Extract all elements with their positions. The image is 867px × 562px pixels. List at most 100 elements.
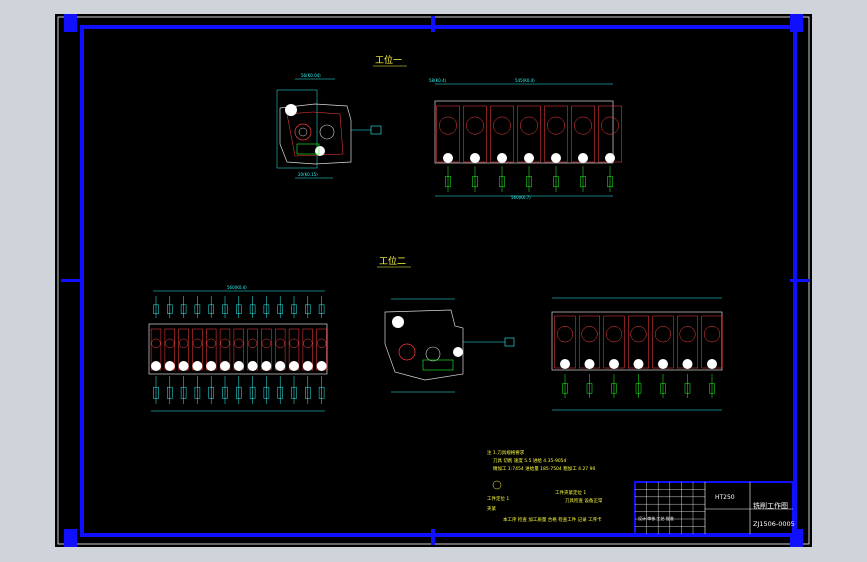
bore-circle [703,326,721,343]
dim-length-b: 560(K0.7) [511,195,531,200]
fixture-block [580,176,586,188]
fixture-block [611,383,617,394]
bearing-cap [584,359,595,369]
bearing-cap [192,361,203,371]
fixture-block [222,386,228,399]
fixture-block [167,304,173,314]
fixture-block [526,176,532,188]
bearing-cap [233,361,244,371]
bearing-cap [524,153,534,163]
bore-circle [556,326,574,343]
station-one-title: 工位一 [375,54,402,66]
dim-length-c: 560(K0.4) [227,285,247,290]
fixture-block [445,176,451,188]
fixture-block [562,383,568,394]
note-line-3: 精加工 1:7454 进给量 185-7504 粗加工 4.27 90 [493,465,595,472]
bearing-cap [206,361,217,371]
right-view-station-two [551,297,723,411]
inner-frame [80,25,797,537]
fixture-block [263,304,270,314]
fixture-block [305,386,311,399]
bore-circle [275,338,285,349]
bearing-cap [151,361,161,371]
signature-row-label: 设计 审核 工艺 批准 [638,515,674,521]
bearing-cap [247,361,258,371]
fixture-block [607,176,613,188]
fixture-block [180,386,187,399]
note-line-4: 工件夹紧定位 1 [555,489,586,496]
note-line-2: 刀具 切削 速度 5.5 进给 4.35-9054 [493,457,567,464]
bearing-cap [261,361,272,371]
fixture-block [208,386,214,399]
note-line-7: 夹紧 [487,505,496,512]
bore-circle [520,116,538,135]
fixture-block [305,304,311,314]
bore-circle [630,326,647,343]
fixture-block [660,383,666,394]
bore-circle [654,326,672,343]
note-line-1: 注 1.刀具规格要求 [487,449,525,456]
bearing-cap [443,153,453,163]
fixture-block [684,383,691,394]
fixture-block [180,304,187,314]
bearing-cap [289,361,299,371]
fixture-block [153,386,159,399]
note-line-5: 刀具检查 设备正常 [565,497,603,504]
bore-circle [679,326,696,343]
fixture-block [499,176,505,188]
fixture-block [153,304,159,314]
station-two-title: 工位二 [379,255,406,267]
bore-circle [316,338,327,349]
bearing-cap [178,361,189,371]
corner-marks [61,14,810,547]
outer-border [57,16,810,545]
bearing-cap [470,153,480,163]
bore-circle [289,338,299,349]
fixture-block [263,386,270,399]
bore-circle [466,116,484,135]
bore-circle [151,338,161,349]
bearing-cap [220,361,230,371]
bore-circle [574,116,592,135]
bore-circle [206,338,216,349]
bearing-cap [551,153,561,163]
bore-circle [547,116,565,135]
fixture-block [586,383,593,394]
bearing-cap [497,153,507,163]
side-view-station-two [384,298,515,393]
fixture-block [291,386,297,399]
drawing-sheet: 工位一 56(K0.04) 20(K0.15) 545(K0.4) 58(K0.… [55,14,812,547]
fixture-block [222,304,228,314]
fixture-block [553,176,559,188]
fixture-block [709,383,715,394]
bore-circle [493,116,511,135]
bearing-cap [682,359,693,369]
fixture-block [194,304,201,314]
fixture-block [318,386,325,399]
side-view-station-one: 56(K0.04) 20(K0.15) [276,73,382,179]
dim-length-a: 545(K0.4) [515,78,535,83]
front-view-station-one: 545(K0.4) 58(K0.4) 560(K0.7) [429,78,622,200]
cad-drawing: 工位一 56(K0.04) 20(K0.15) 545(K0.4) 58(K0.… [57,14,810,547]
bore-circle [303,338,313,349]
bearing-cap [164,361,175,371]
bore-circle [439,116,457,135]
fixture-block [277,304,283,314]
bore-circle [165,338,175,349]
bearing-cap [605,153,615,163]
drawing-title: 铣削工作图 [753,501,788,510]
fixture-block [291,304,297,314]
bore-circle [178,338,189,349]
fixture-block [167,386,173,399]
material-label: HT250 [715,494,735,501]
fixture-block [635,383,642,394]
bearing-cap [658,359,668,369]
bearing-cap [316,361,327,371]
bore-circle [261,338,272,349]
fixture-block [318,304,325,314]
fixture-block [249,386,256,399]
bore-circle [220,338,230,349]
bearing-cap [609,359,619,369]
drawing-number: ZJ1506-0005 [753,520,795,528]
note-line-6: 工件定位 1 [487,495,509,502]
